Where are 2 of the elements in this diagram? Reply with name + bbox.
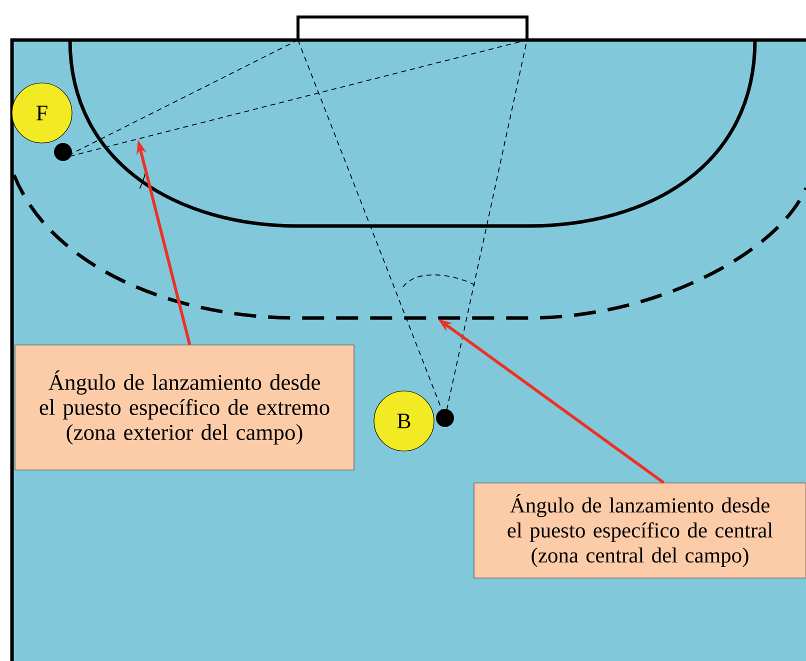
callout-box: Ángulo de lanzamiento desde el puesto específico de extremo (zona exterior del campo) xyxy=(14,344,354,470)
callout-box: Ángulo de lanzamiento desde el puesto específico de central (zona central del campo) xyxy=(474,482,806,578)
